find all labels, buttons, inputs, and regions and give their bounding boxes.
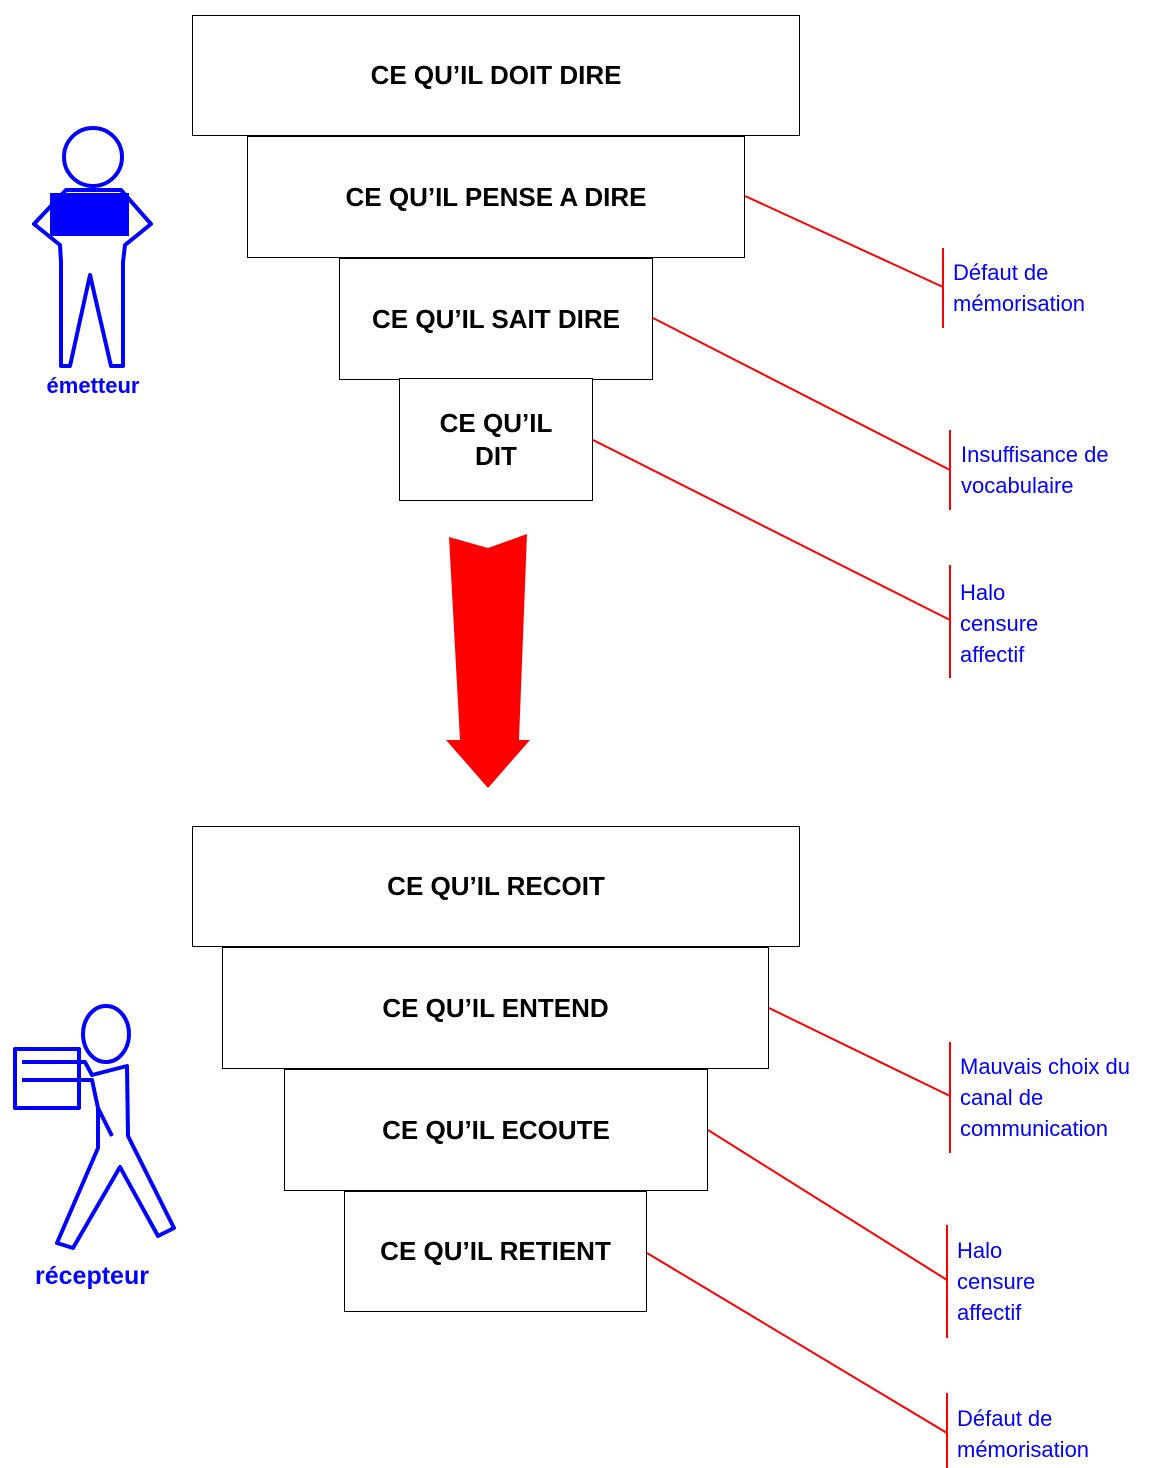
note-line: Défaut de xyxy=(957,1406,1053,1431)
down-arrow-icon xyxy=(446,534,530,788)
note-line: Halo xyxy=(957,1238,1003,1263)
note-line: Mauvais choix du xyxy=(960,1054,1130,1079)
stage-label: CE QU’IL ENTEND xyxy=(382,992,609,1023)
stage-label: CE QU’IL PENSE A DIRE xyxy=(345,181,647,212)
receiver-label: récepteur xyxy=(35,1262,149,1290)
receiver-stage-box: CE QU’IL RECOIT xyxy=(192,826,800,947)
note-line: vocabulaire xyxy=(961,473,1074,498)
emitter-person-icon xyxy=(32,126,153,368)
connector-line xyxy=(592,439,951,621)
connector-line xyxy=(652,317,951,471)
stage-label: CE QU’IL DOIT DIRE xyxy=(370,60,622,91)
connector-line xyxy=(707,1129,948,1281)
note-line: censure xyxy=(957,1269,1036,1294)
note-line: Halo xyxy=(960,580,1006,605)
note-line: canal de xyxy=(960,1085,1044,1110)
emitter-stage-box: CE QU’IL SAIT DIRE xyxy=(339,258,653,380)
emitter-label: émetteur xyxy=(46,373,140,398)
emitter-stage-box: CE QU’IL PENSE A DIRE xyxy=(247,136,745,258)
stage-label: CE QU’IL SAIT DIRE xyxy=(372,303,620,334)
stage-label: CE QU’IL DIT xyxy=(439,408,553,471)
emitter-stage-box: CE QU’IL DOIT DIRE xyxy=(192,15,800,136)
loss-note: Halo censure affectif xyxy=(957,1235,1035,1328)
receiver-stage-box: CE QU’IL ECOUTE xyxy=(284,1069,708,1191)
note-line: Défaut de xyxy=(953,260,1049,285)
stage-label: CE QU’IL RECOIT xyxy=(387,871,605,902)
note-line: mémorisation xyxy=(953,291,1086,316)
stage-label: CE QU’IL RETIENT xyxy=(380,1236,611,1267)
loss-note: Défaut de mémorisation xyxy=(953,257,1085,319)
loss-note: Halo censure affectif xyxy=(960,577,1038,670)
emitter-stage-box: CE QU’IL DIT xyxy=(399,378,593,501)
connector-line xyxy=(646,1252,948,1434)
receiver-stage-box: CE QU’IL ENTEND xyxy=(222,947,769,1069)
note-line: Insuffisance de xyxy=(961,442,1109,467)
note-line: censure xyxy=(960,611,1039,636)
loss-note: Défaut de mémorisation xyxy=(957,1403,1089,1465)
note-line: affectif xyxy=(957,1300,1022,1325)
note-line: communication xyxy=(960,1116,1108,1141)
receiver-person-icon xyxy=(13,1004,176,1250)
note-line: affectif xyxy=(960,642,1025,667)
connector-line xyxy=(744,195,944,288)
loss-note: Mauvais choix du canal de communication xyxy=(960,1051,1130,1144)
connector-line xyxy=(768,1007,951,1097)
stage-label: CE QU’IL ECOUTE xyxy=(382,1114,610,1145)
receiver-stage-box: CE QU’IL RETIENT xyxy=(344,1191,647,1312)
note-line: mémorisation xyxy=(957,1437,1090,1462)
loss-note: Insuffisance de vocabulaire xyxy=(961,439,1109,501)
